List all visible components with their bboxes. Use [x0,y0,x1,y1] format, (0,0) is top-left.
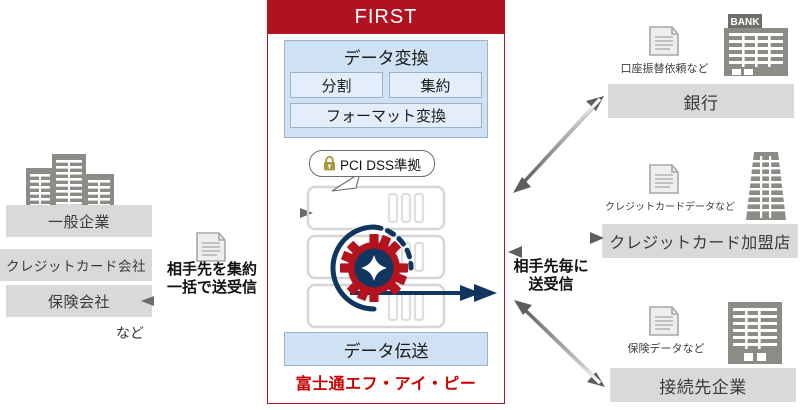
conversion-cell-format: フォーマット変換 [290,103,482,128]
document-icon [649,306,679,336]
document-icon [649,26,679,56]
target-label-bank: 銀行 [608,84,794,118]
arrow-credit-link [508,232,604,258]
arrow-bank-link [513,96,604,193]
arrow-partner-link [514,300,605,387]
data-conversion-block: データ変換 分割 集約 フォーマット変換 [284,40,488,138]
tower-building-icon [746,152,786,220]
lock-icon [323,156,335,171]
source-label-insurance-company: 保険会社 [6,285,152,317]
bank-doc-caption: 口座振替依頼など [620,63,709,75]
data-transmission-block: データ伝送 [284,332,488,366]
pci-callout-tail [331,172,361,192]
right-flow-caption-line2: 送受信 [528,276,574,293]
company-name-label: 富士通エフ・アイ・ピー [295,376,477,393]
partner-doc-caption: 保険データなど [627,343,705,355]
office-building-icon [728,302,782,364]
target-label-credit-merchant: クレジットカード加盟店 [602,224,798,258]
left-flow-caption-line1: 相手先を集約 [166,261,257,278]
pci-dss-badge: PCI DSS準拠 [309,150,435,177]
target-label-partner-company: 接続先企業 [610,368,796,402]
document-icon [196,232,226,262]
data-conversion-title: データ変換 [343,49,429,68]
processing-gear-icon [330,224,414,312]
pci-dss-label: PCI DSS準拠 [339,157,421,173]
bank-building-icon: BANK [724,14,788,76]
bank-sign-text: BANK [731,17,761,28]
conversion-cell-split: 分割 [290,72,383,98]
office-buildings-icon [26,154,114,210]
first-panel-title: FIRST [267,0,505,34]
right-flow-caption-line1: 相手先毎に [513,258,589,275]
source-label-general-company: 一般企業 [6,205,152,237]
data-conversion-cells: 分割 集約 [290,72,482,98]
document-icon [649,164,679,194]
conversion-cell-aggregate: 集約 [389,72,482,98]
source-etc-label: など [116,325,144,341]
source-label-credit-card-company: クレジットカード会社 [0,249,152,281]
left-flow-caption-line2: 一括で送受信 [166,279,257,296]
credit-doc-caption: クレジットカードデータなど [605,202,735,213]
